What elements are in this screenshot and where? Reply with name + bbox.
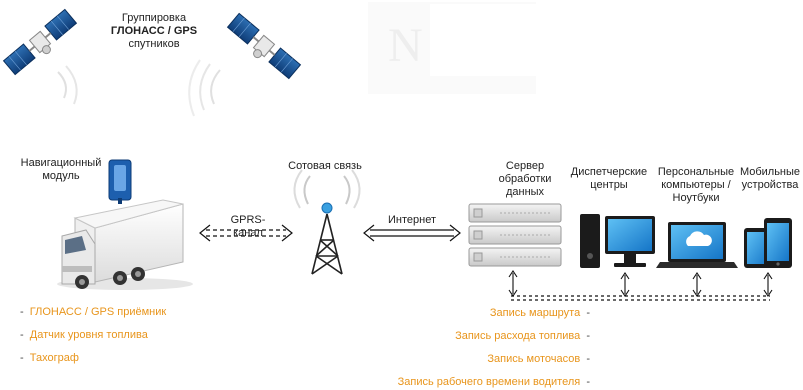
internet-label: Интернет bbox=[388, 214, 436, 226]
server-line1: Сервер bbox=[505, 160, 545, 172]
server-feature-item: Запись маршрута - bbox=[489, 307, 590, 319]
nav-module-label: Навигационный модуль bbox=[16, 157, 106, 183]
satellite-left-icon bbox=[2, 8, 78, 105]
satellite-group-line3: спутников bbox=[128, 38, 180, 50]
server-line3: данных bbox=[505, 186, 545, 198]
truck-feature-item: - ГЛОНАСС / GPS приёмник bbox=[20, 306, 167, 318]
satellite-group-label: Группировка ГЛОНАСС / GPS спутников bbox=[104, 12, 204, 51]
truck-feature-text: Датчик уровня топлива bbox=[29, 329, 148, 341]
diagram-graphics bbox=[2, 2, 792, 301]
truck-feature-text: ГЛОНАСС / GPS приёмник bbox=[29, 306, 167, 318]
dispatch-line2: центры bbox=[590, 179, 628, 191]
truck-feature-list: - ГЛОНАСС / GPS приёмник - Датчик уровня… bbox=[20, 302, 220, 366]
dispatch-line1: Диспетчерские bbox=[570, 166, 648, 178]
truck-feature-item: - Датчик уровня топлива bbox=[20, 329, 148, 341]
server-feature-text: Запись расхода топлива bbox=[455, 330, 581, 342]
server-feature-list: Запись маршрута - Запись расхода топлива… bbox=[380, 303, 590, 390]
server-feature-item: Запись рабочего времени водителя - bbox=[397, 376, 590, 388]
server-line2: обработки bbox=[498, 173, 552, 185]
mobile-line2: устройства bbox=[741, 179, 799, 191]
truck-feature-text: Тахограф bbox=[29, 352, 79, 364]
server-feature-text: Запись моточасов bbox=[487, 353, 581, 365]
server-feature-item: Запись моточасов - bbox=[487, 353, 590, 365]
pc-line2: компьютеры / bbox=[661, 179, 731, 191]
truck-icon bbox=[57, 199, 193, 290]
satellite-group-line1: Группировка bbox=[121, 12, 187, 24]
mobile-label: Мобильные устройства bbox=[738, 166, 802, 192]
laptop-icon bbox=[656, 222, 738, 268]
truck-feature-item: - Тахограф bbox=[20, 352, 79, 364]
nav-module-line1: Навигационный bbox=[20, 157, 102, 169]
gprs-label: GPRS-канал bbox=[230, 214, 266, 239]
satellite-right-icon bbox=[188, 12, 302, 117]
server-icon bbox=[468, 203, 562, 267]
nav-module-icon bbox=[108, 159, 132, 204]
satellite-group-line2: ГЛОНАСС / GPS bbox=[110, 25, 198, 37]
network-bus bbox=[511, 295, 770, 301]
gprs-arrow bbox=[199, 224, 293, 242]
pc-line1: Персональные bbox=[657, 166, 735, 178]
server-label: Сервер обработки данных bbox=[480, 160, 570, 199]
mobile-devices-icon bbox=[744, 218, 792, 268]
desktop-computer-icon bbox=[580, 214, 655, 268]
server-feature-text: Запись маршрута bbox=[489, 307, 581, 319]
server-feature-item: Запись расхода топлива - bbox=[455, 330, 590, 342]
nav-module-line2: модуль bbox=[42, 170, 80, 182]
server-feature-text: Запись рабочего времени водителя bbox=[397, 376, 581, 388]
pc-label: Персональные компьютеры / Ноутбуки bbox=[654, 166, 738, 205]
bus-connectors bbox=[508, 270, 773, 297]
cellular-label: Сотовая связь bbox=[288, 160, 362, 172]
mobile-line1: Мобильные bbox=[739, 166, 801, 178]
watermark-box bbox=[368, 2, 536, 94]
cell-tower-icon bbox=[293, 169, 361, 275]
dispatch-label: Диспетчерские центры bbox=[568, 166, 650, 192]
watermark-logo: N bbox=[388, 19, 423, 72]
pc-line3: Ноутбуки bbox=[672, 192, 720, 204]
internet-arrow bbox=[363, 224, 461, 242]
